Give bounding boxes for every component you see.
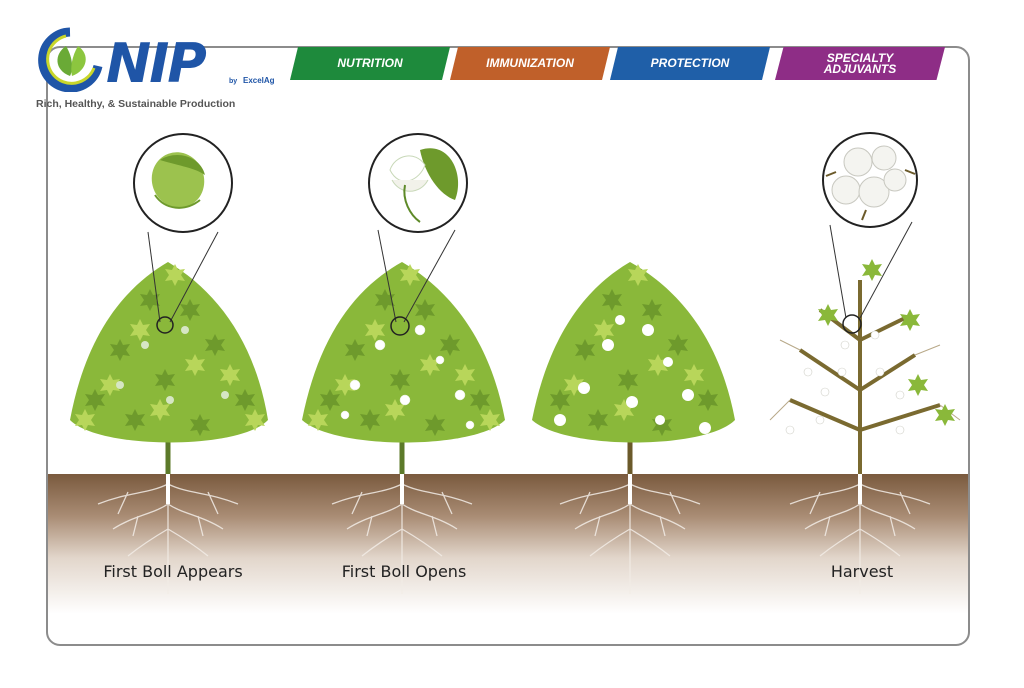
nip-leaf-logo-icon — [38, 27, 103, 92]
brand-name: NIP — [106, 32, 207, 95]
partner-name: ExcelAg — [243, 76, 275, 85]
soil-ground — [48, 474, 968, 614]
boll-closeup-1 — [133, 133, 233, 334]
tab-protection[interactable]: PROTECTION — [610, 47, 770, 80]
plant-2-first-boll-opens — [302, 262, 505, 474]
category-tabs: NUTRITION IMMUNIZATION PROTECTION SPECIA… — [290, 47, 960, 80]
tab-nutrition[interactable]: NUTRITION — [290, 47, 450, 80]
stage-label-first-boll-opens: First Boll Opens — [341, 562, 467, 581]
brand-by: by — [229, 78, 238, 85]
tab-immunization[interactable]: IMMUNIZATION — [450, 47, 610, 80]
tab-specialty-adjuvants[interactable]: SPECIALTY ADJUVANTS — [775, 47, 945, 80]
plant-3-bolls-opening — [532, 262, 735, 474]
brand-tagline: Rich, Healthy, & Sustainable Production — [36, 98, 236, 110]
stage-label-harvest: Harvest — [830, 562, 894, 581]
plant-3-roots — [558, 472, 702, 596]
boll-closeup-harvest — [822, 132, 918, 334]
plant-1-first-boll-appears — [70, 262, 268, 474]
nip-logo: NIP by ExcelAg Rich, Healthy, & Sustaina… — [36, 26, 276, 116]
boll-closeup-2 — [368, 133, 468, 336]
plant-4-harvest — [769, 259, 961, 474]
stage-label-first-boll-appears: First Boll Appears — [103, 562, 243, 581]
